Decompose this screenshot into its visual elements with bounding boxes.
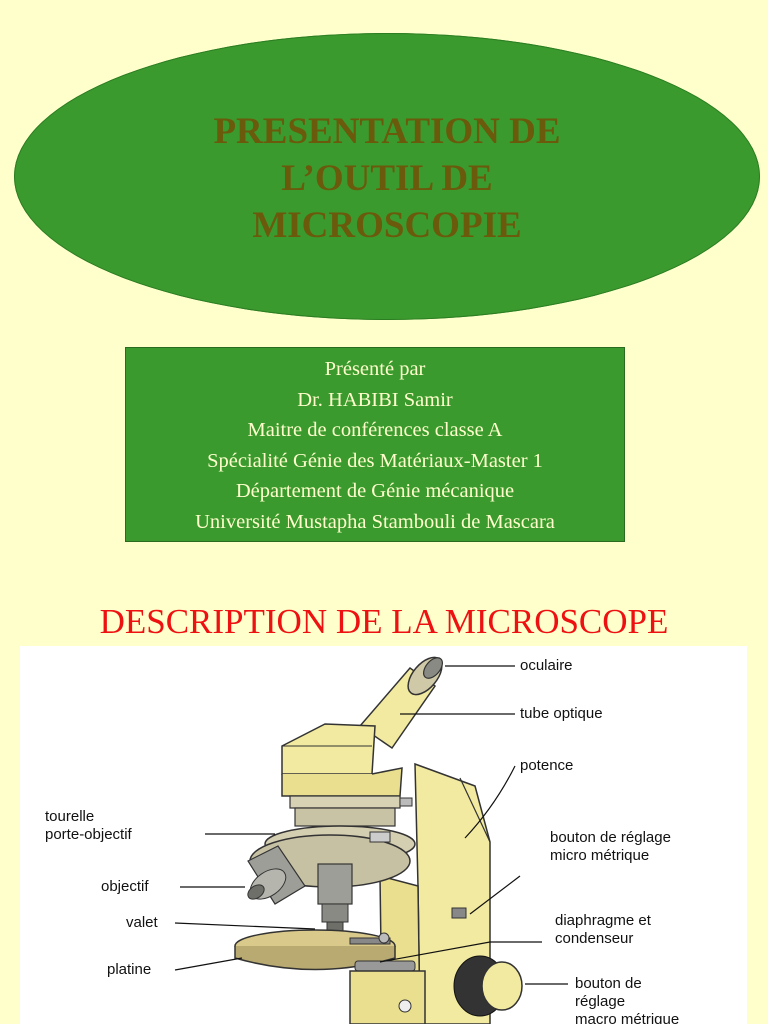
presenter-line: Dr. HABIBI Samir — [297, 388, 453, 411]
presenter-line: Département de Génie mécanique — [235, 480, 515, 503]
label-potence: potence — [520, 757, 574, 774]
presenter-line: Spécialité Génie des Matériaux-Master 1 — [207, 449, 543, 472]
label-bouton-macro-1: bouton de — [575, 975, 642, 992]
label-diaphragme-1: diaphragme et — [555, 912, 651, 929]
presenter-line: Université Mustapha Stambouli de Mascara — [195, 510, 555, 533]
presenter-line: Présenté par — [324, 358, 426, 380]
label-tourelle-2: porte-objectif — [45, 826, 132, 843]
label-tourelle-1: tourelle — [45, 808, 95, 825]
presenter-line: Maitre de conférences classe A — [247, 419, 503, 442]
label-bouton-macro-2: réglage — [575, 993, 626, 1010]
section-title: DESCRIPTION DE LA MICROSCOPE — [99, 602, 669, 641]
title-line-3: MICROSCOPIE — [252, 205, 522, 246]
microscope-diagram: oculaire tube optique potence tourelle p… — [20, 646, 747, 1024]
label-oculaire: oculaire — [520, 657, 573, 674]
label-diaphragme-2: condenseur — [555, 930, 634, 947]
title-ellipse — [14, 33, 760, 320]
presenter-box: Présenté par Dr. HABIBI Samir Maitre de … — [125, 347, 625, 542]
label-platine: platine — [107, 961, 152, 978]
label-objectif: objectif — [101, 878, 149, 895]
page-title: PRESENTATION DE L’OUTIL DE MICROSCOPIE — [130, 108, 644, 249]
label-bouton-micro-1: bouton de réglage — [550, 829, 671, 846]
label-bouton-macro-3: macro métrique — [575, 1011, 680, 1024]
label-valet: valet — [126, 914, 158, 931]
title-line-2: L’OUTIL DE — [281, 158, 493, 199]
title-line-1: PRESENTATION DE — [213, 111, 561, 152]
label-tube-optique: tube optique — [520, 705, 603, 722]
microscope-illustration — [174, 656, 568, 1024]
label-bouton-micro-2: micro métrique — [550, 847, 650, 864]
